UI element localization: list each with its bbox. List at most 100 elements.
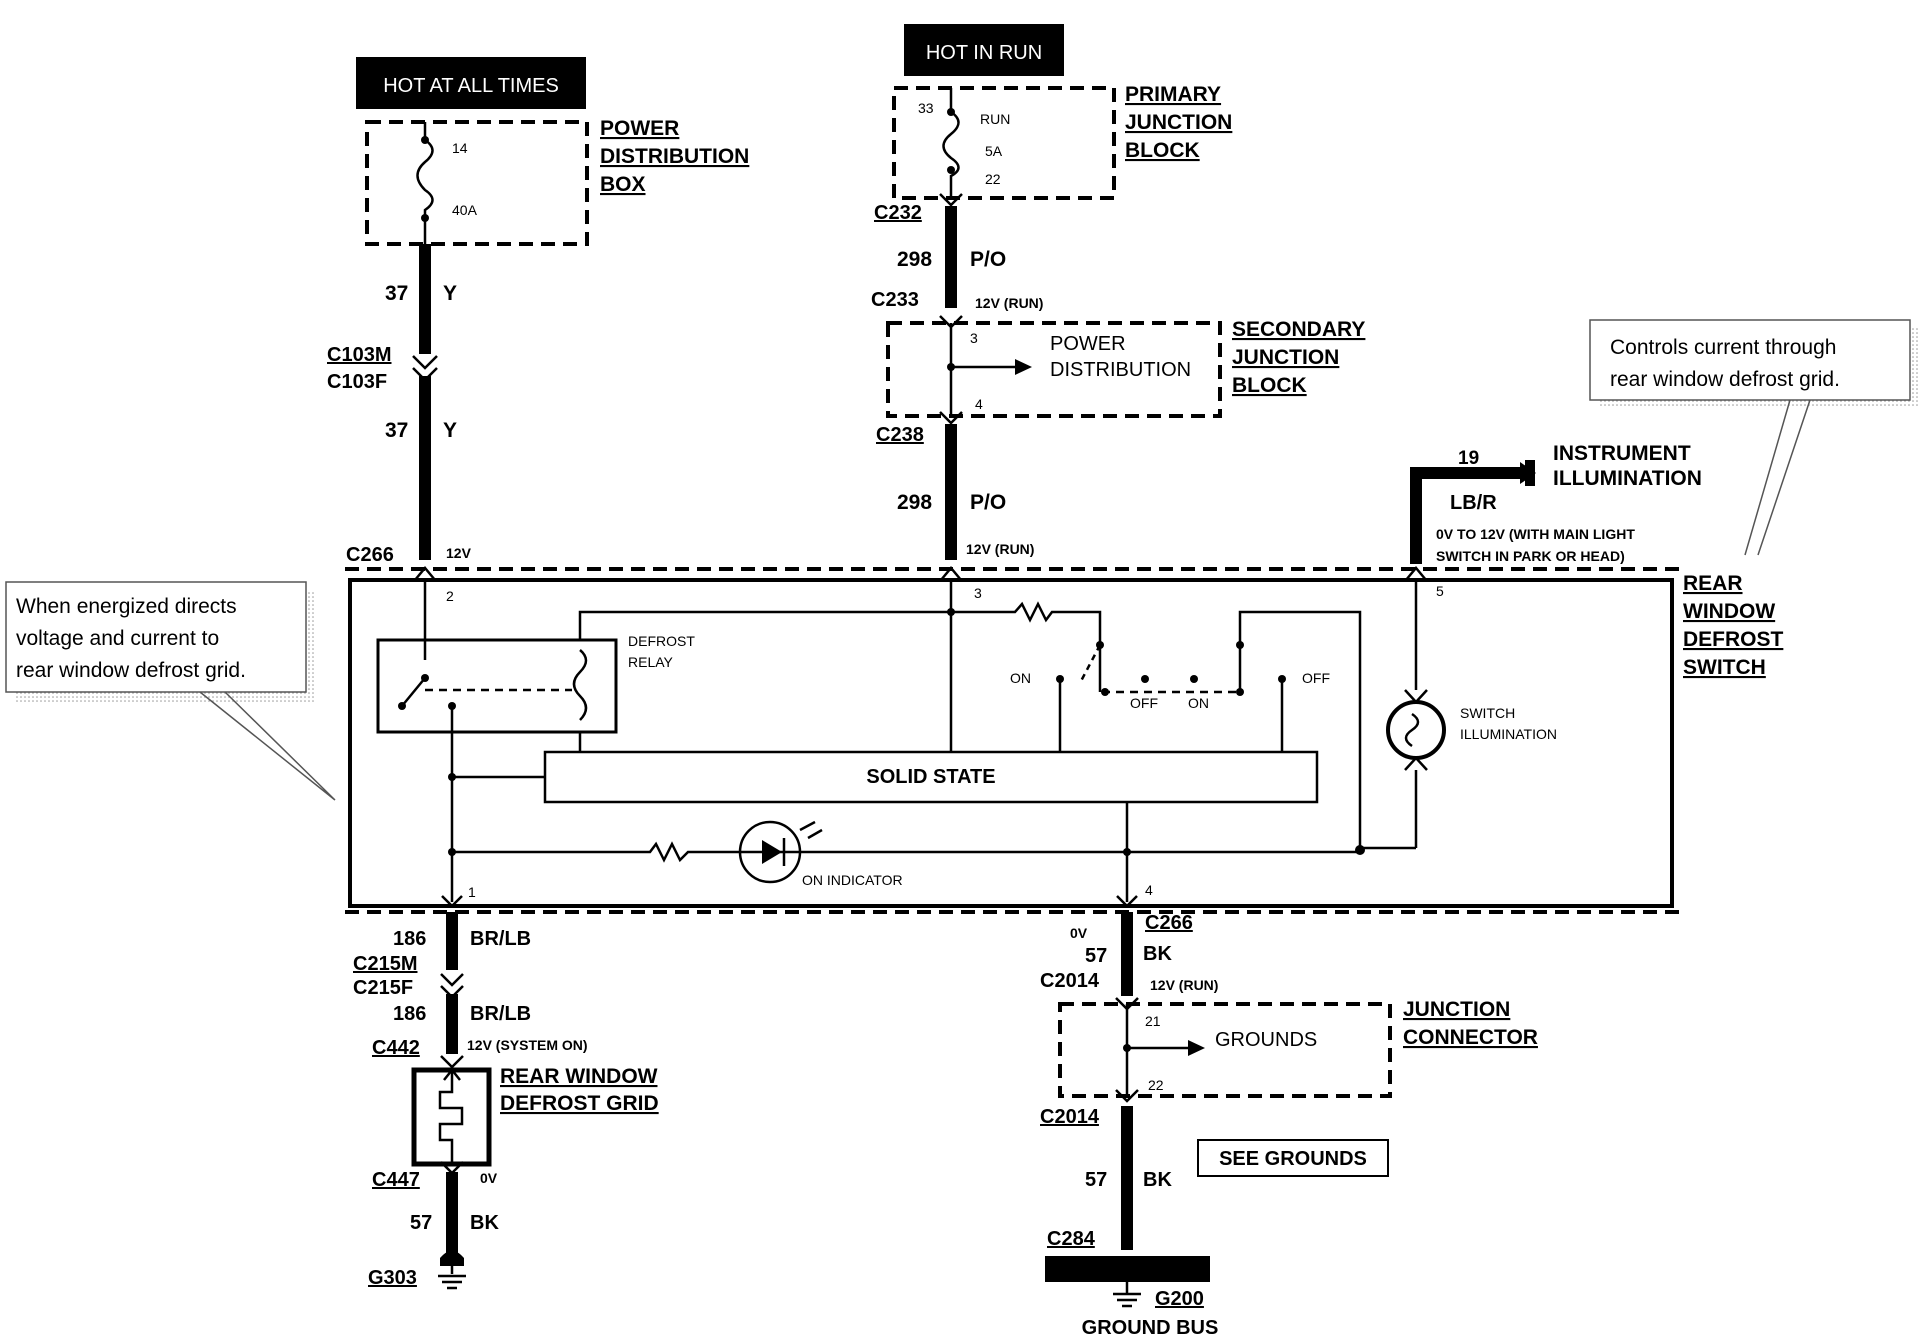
power-distribution-box	[365, 120, 589, 246]
wire-color-brlba: BR/LB	[470, 928, 531, 950]
illum-label-2: ILLUMINATION	[1553, 467, 1702, 490]
see-grounds-label[interactable]: SEE GROUNDS	[1219, 1148, 1367, 1170]
wire-num-37b: 37	[385, 419, 408, 442]
callout-left-line-1: When energized directs	[16, 595, 237, 618]
solid-state-label: SOLID STATE	[866, 766, 995, 788]
sjb-text-power: POWER	[1050, 333, 1126, 355]
pjb-pin-22: 22	[985, 171, 1001, 187]
grid-label-2: DEFROST GRID	[500, 1092, 659, 1115]
connector-c215f: C215F	[353, 977, 413, 999]
wire-color-ya: Y	[443, 282, 457, 305]
volt-0v-right: 0V	[1070, 925, 1088, 941]
callout-right-line-1: Controls current through	[1610, 336, 1836, 359]
sjb-label-2: JUNCTION	[1232, 346, 1339, 369]
defrost-relay	[376, 638, 618, 734]
pjb-fuse-5a: 5A	[985, 143, 1003, 159]
callout-left	[5, 581, 307, 693]
connector-c238: C238	[876, 424, 924, 446]
connector-c233: C233	[871, 289, 919, 311]
callout-left-line-3: rear window defrost grid.	[16, 659, 246, 682]
sjb-pin-3: 3	[970, 330, 978, 346]
pjb-run: RUN	[980, 111, 1010, 127]
ground-g200: G200	[1155, 1288, 1204, 1310]
pdb-fuse-40a: 40A	[452, 202, 478, 218]
sjb-label-3: BLOCK	[1232, 374, 1307, 397]
wire-num-37a: 37	[385, 282, 408, 305]
ground-g303-icon	[440, 1251, 464, 1266]
volt-12v-run-b: 12V (RUN)	[966, 541, 1034, 557]
volt-0v-left: 0V	[480, 1170, 498, 1186]
connector-c103m: C103M	[327, 344, 391, 366]
relay-coil	[572, 649, 588, 721]
wire-color-poa: P/O	[970, 248, 1006, 271]
pdb-label-3: BOX	[600, 173, 646, 196]
fuse-40a-symbol	[416, 122, 434, 244]
switch-off-2: OFF	[1302, 670, 1330, 686]
volt-12v-system-on: 12V (SYSTEM ON)	[467, 1037, 588, 1053]
wire-num-298a: 298	[897, 248, 932, 271]
rear-window-defrost-switch	[348, 578, 1674, 908]
wire-color-brlbb: BR/LB	[470, 1003, 531, 1025]
switch-label-1: REAR	[1683, 572, 1743, 595]
pin-1: 1	[468, 884, 476, 900]
wire-num-57c: 57	[1085, 1169, 1107, 1191]
connector-c284: C284	[1047, 1228, 1096, 1250]
illum-label-1: INSTRUMENT	[1553, 442, 1691, 465]
wire-num-186b: 186	[393, 1003, 426, 1025]
switch-on-1: ON	[1010, 670, 1031, 686]
pin-5: 5	[1436, 583, 1444, 599]
solid-state-block	[543, 750, 1319, 804]
secondary-junction-block	[886, 321, 1222, 418]
pjb-label-3: BLOCK	[1125, 139, 1200, 162]
junction-connector	[1058, 1002, 1392, 1098]
callout-right	[1589, 319, 1911, 401]
pjb-pin-33: 33	[918, 100, 934, 116]
wire-19-lbr	[1410, 467, 1525, 564]
connector-c232: C232	[874, 202, 922, 224]
connector-c447: C447	[372, 1169, 420, 1191]
jc-label-1: JUNCTION	[1403, 998, 1510, 1021]
switch-illumination-bulb	[1386, 700, 1446, 760]
ground-bus-label: GROUND BUS	[1082, 1317, 1219, 1339]
wire-color-yb: Y	[443, 419, 457, 442]
connector-c2014-b: C2014	[1040, 1106, 1100, 1128]
jc-label-2: CONNECTOR	[1403, 1026, 1538, 1049]
switch-label-4: SWITCH	[1683, 656, 1766, 679]
callout-left-line-2: voltage and current to	[16, 627, 219, 650]
connector-c103f: C103F	[327, 371, 387, 393]
wire-color-bkc: BK	[1143, 1169, 1172, 1191]
resistor-top	[951, 601, 1102, 645]
illum-volt-1: 0V TO 12V (WITH MAIN LIGHT	[1436, 526, 1635, 542]
switch-label-2: WINDOW	[1683, 600, 1775, 623]
switch-illum-label-1: SWITCH	[1460, 705, 1515, 721]
wire-num-57b: 57	[1085, 945, 1107, 967]
pjb-label-1: PRIMARY	[1125, 83, 1221, 106]
hot-in-run-text: HOT IN RUN	[926, 42, 1042, 64]
wire-color-pob: P/O	[970, 491, 1006, 514]
wire-num-57a: 57	[410, 1212, 432, 1234]
sjb-text-distribution: DISTRIBUTION	[1050, 359, 1191, 381]
pjb-label-2: JUNCTION	[1125, 111, 1232, 134]
pin-2: 2	[446, 588, 454, 604]
hot-at-all-times-text: HOT AT ALL TIMES	[383, 75, 559, 97]
wire-color-bkb: BK	[1143, 943, 1172, 965]
relay-label-1: DEFROST	[628, 633, 695, 649]
fuse-5a-symbol	[942, 88, 960, 198]
pin-3: 3	[974, 585, 982, 601]
callout-right-line-2: rear window defrost grid.	[1610, 368, 1840, 391]
wire-num-186a: 186	[393, 928, 426, 950]
hot-in-run-banner	[904, 24, 1064, 76]
grid-label-1: REAR WINDOW	[500, 1065, 658, 1088]
switch-illum-label-2: ILLUMINATION	[1460, 726, 1557, 742]
sjb-pin-4: 4	[975, 396, 983, 412]
volt-12v-run-c: 12V (RUN)	[1150, 977, 1218, 993]
jc-pin-22: 22	[1148, 1077, 1164, 1093]
hot-at-all-times-banner	[356, 57, 586, 109]
wire-color-bka: BK	[470, 1212, 499, 1234]
see-grounds-box[interactable]	[1197, 1139, 1389, 1177]
ground-bus-bar	[1045, 1256, 1210, 1282]
pdb-label-2: DISTRIBUTION	[600, 145, 749, 168]
illum-volt-2: SWITCH IN PARK OR HEAD)	[1436, 548, 1625, 564]
pin-4: 4	[1145, 882, 1153, 898]
